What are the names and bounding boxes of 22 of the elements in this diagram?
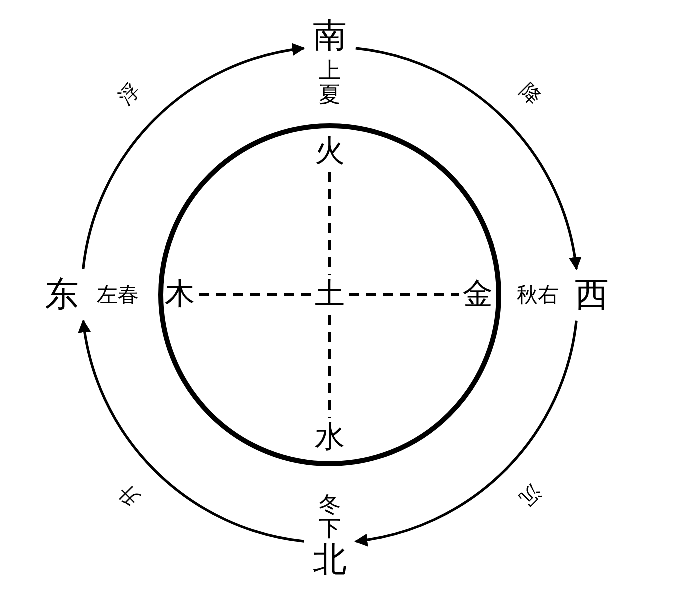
season-label: 冬下 <box>318 494 342 542</box>
direction-character: 北 <box>312 540 348 580</box>
direction-character: 东 <box>44 275 80 315</box>
season-label: 上夏 <box>318 60 342 108</box>
season-label: 秋右 <box>516 284 560 308</box>
element-character: 金 <box>462 278 494 312</box>
curved-arrow <box>78 320 304 543</box>
direction-character: 南 <box>312 16 348 56</box>
element-character: 火 <box>314 135 346 169</box>
edge-label: 沉 <box>516 482 545 510</box>
element-character: 水 <box>314 421 346 455</box>
dashed-line <box>328 315 332 418</box>
curved-arrow <box>356 47 582 270</box>
dashed-line <box>328 172 332 275</box>
season-label: 左春 <box>96 284 140 308</box>
element-character: 木 <box>164 278 196 312</box>
dashed-line <box>199 294 311 296</box>
direction-character: 西 <box>574 275 610 315</box>
curved-arrow <box>82 44 306 270</box>
element-character: 土 <box>314 278 346 312</box>
curved-arrow <box>354 320 578 546</box>
dashed-line <box>349 294 459 296</box>
